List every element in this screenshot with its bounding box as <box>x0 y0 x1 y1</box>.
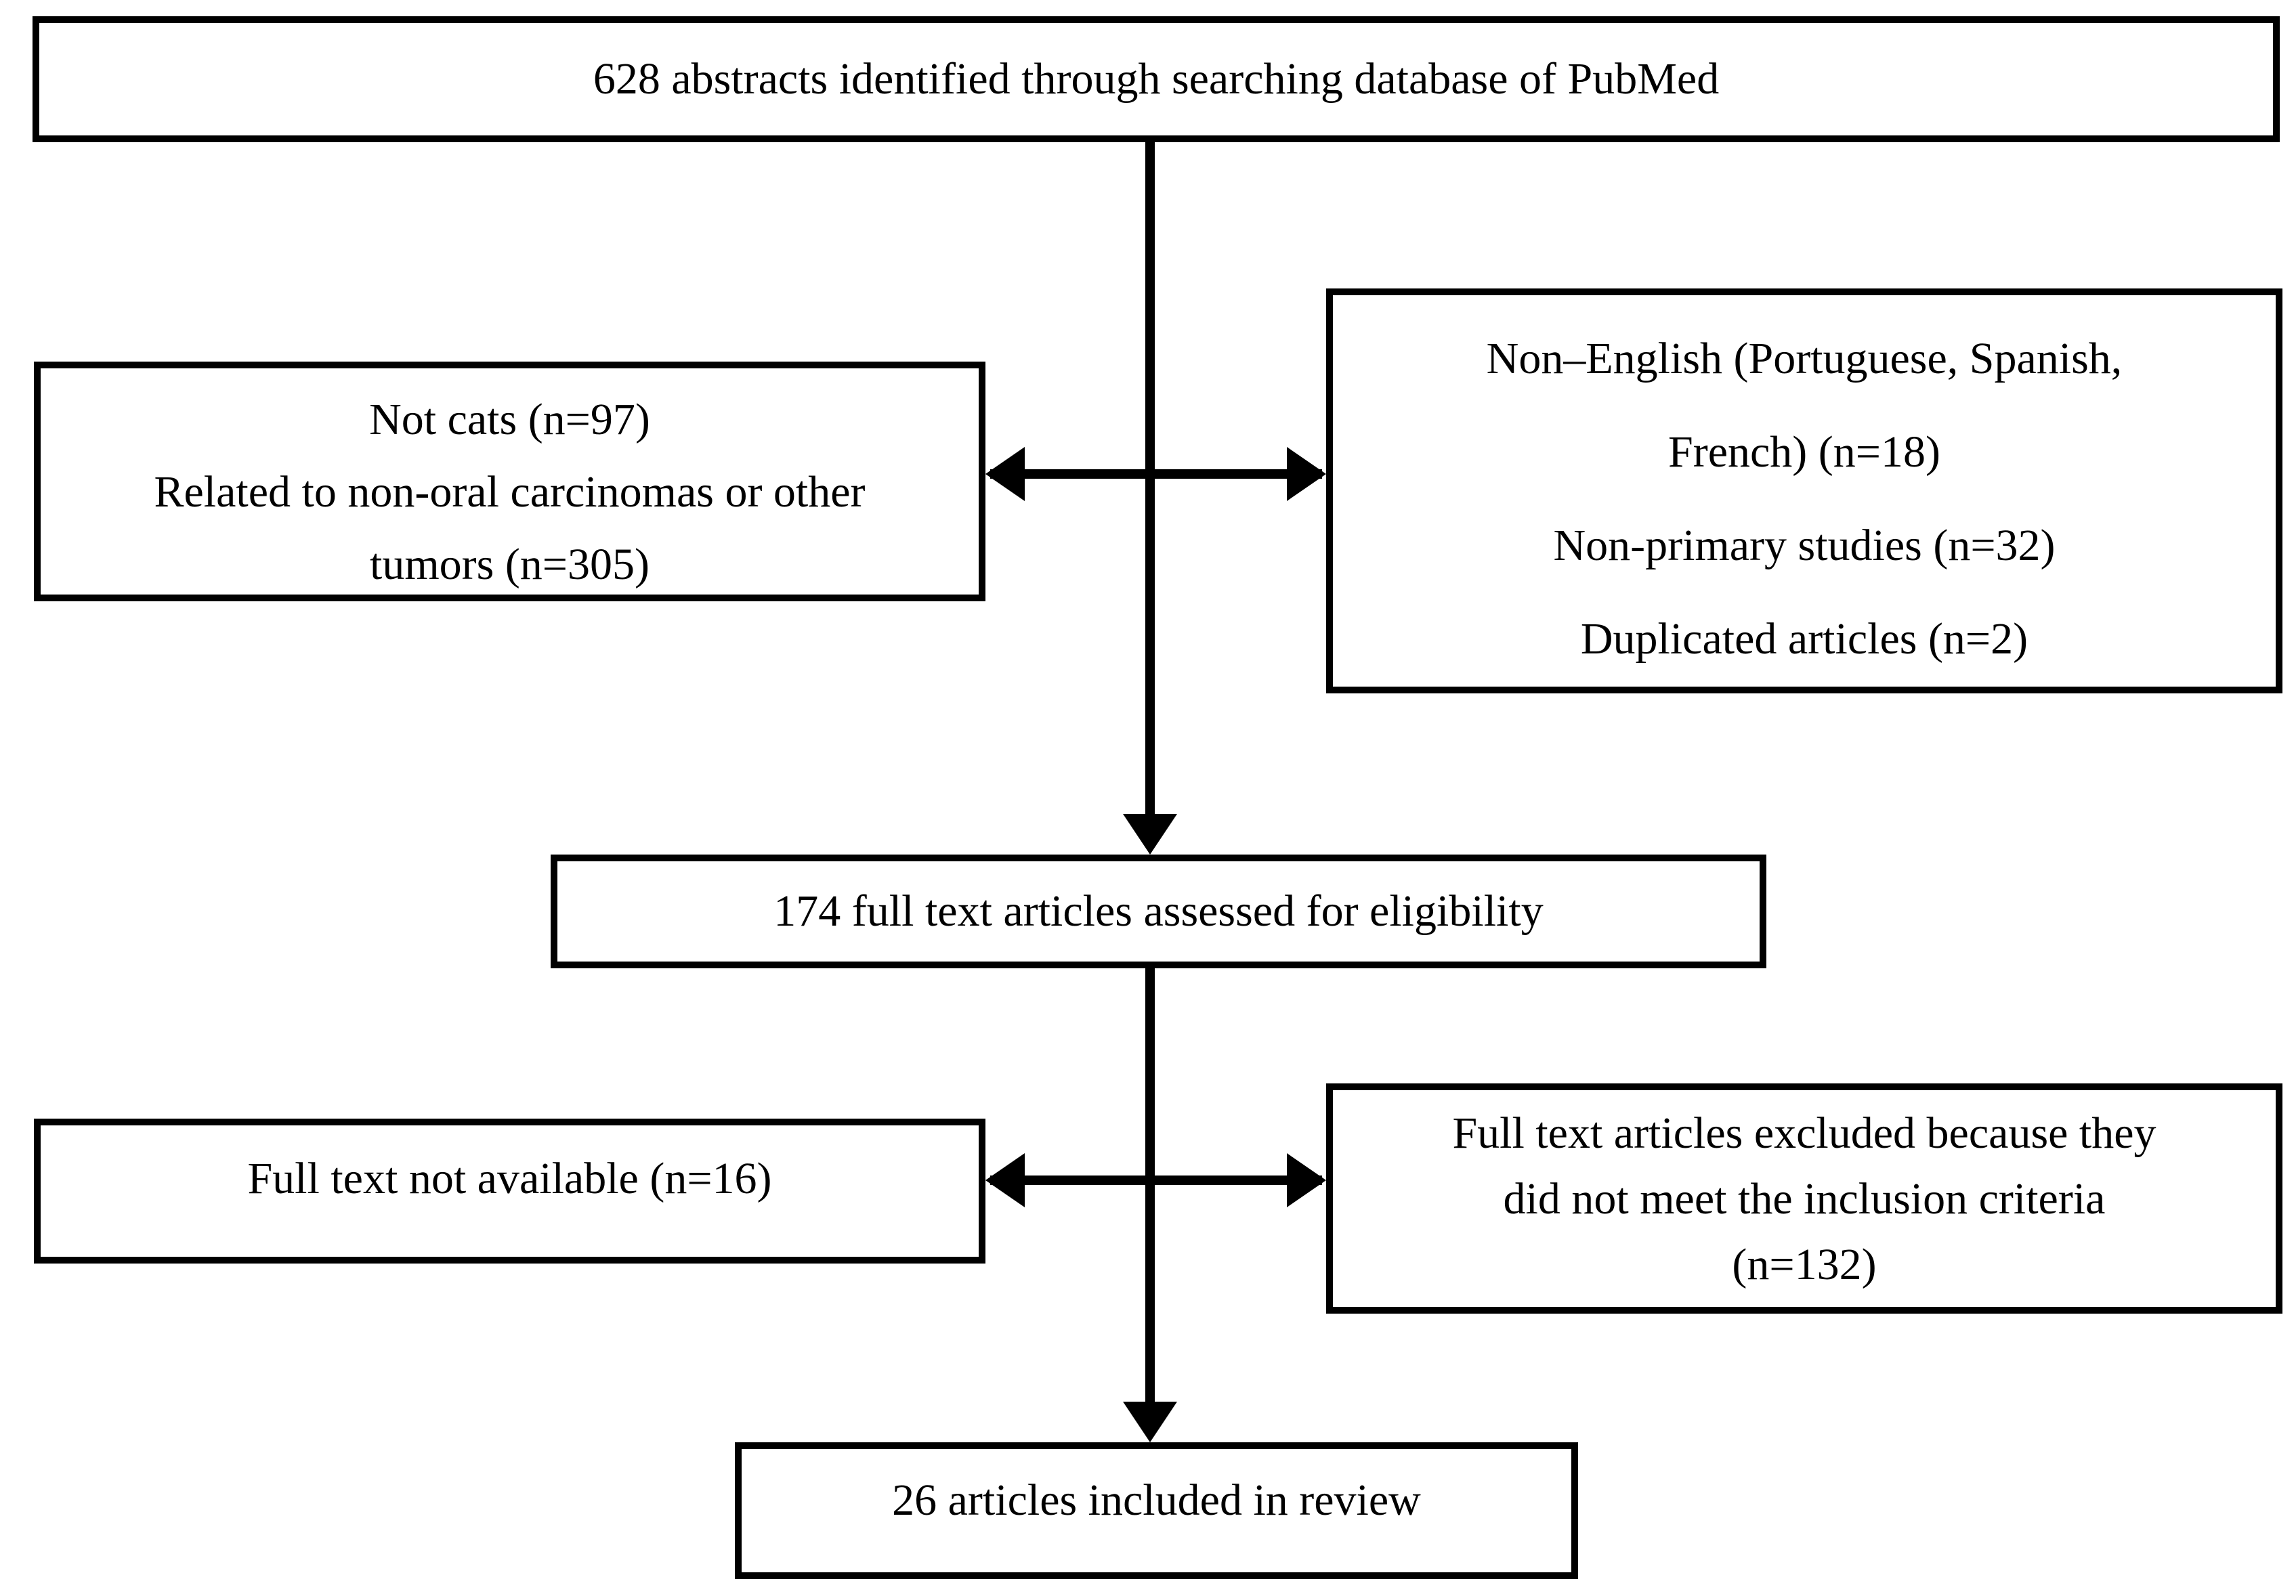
arrow-shaft-identified-to-assessed <box>1145 142 1155 823</box>
left-arrowhead-icon <box>985 1153 1025 1207</box>
box-included-in-review: 26 articles included in review <box>735 1442 1578 1579</box>
excluded-right-line: Duplicated articles (n=2) <box>1580 614 2028 664</box>
box-abstracts-identified-text: 628 abstracts identified through searchi… <box>593 53 1720 104</box>
box-fulltext-assessed-text: 174 full text articles assessed for elig… <box>773 886 1544 936</box>
arrow-shaft-exclusion-branch-top <box>990 469 1322 479</box>
down-arrowhead-icon <box>1123 1402 1177 1442</box>
excluded-left-line: tumors (n=305) <box>369 539 650 589</box>
left-arrowhead-icon <box>985 447 1025 501</box>
excluded-right-line: Non–English (Portuguese, Spanish, <box>1486 334 2123 383</box>
box-excluded-non-english: Non–English (Portuguese, Spanish, French… <box>1326 288 2282 693</box>
right-arrowhead-icon <box>1287 1153 1326 1207</box>
arrow-shaft-exclusion-branch-bottom <box>990 1176 1322 1185</box>
box-fulltext-not-available-text: Full text not available (n=16) <box>247 1153 772 1203</box>
fulltext-excluded-line: did not meet the inclusion criteria <box>1503 1173 2106 1224</box>
excluded-right-line: Non-primary studies (n=32) <box>1553 521 2056 570</box>
fulltext-excluded-line: Full text articles excluded because they <box>1452 1108 2156 1158</box>
box-fulltext-excluded: Full text articles excluded because they… <box>1326 1083 2282 1314</box>
box-excluded-not-cats: Not cats (n=97) Related to non-oral carc… <box>34 362 985 601</box>
right-arrowhead-icon <box>1287 447 1326 501</box>
arrow-shaft-assessed-to-included <box>1145 968 1155 1405</box>
excluded-right-line: French) (n=18) <box>1668 427 1940 477</box>
box-included-in-review-text: 26 articles included in review <box>892 1475 1421 1525</box>
box-fulltext-assessed: 174 full text articles assessed for elig… <box>551 855 1766 968</box>
down-arrowhead-icon <box>1123 814 1177 855</box>
excluded-left-line: Related to non-oral carcinomas or other <box>154 467 866 517</box>
box-abstracts-identified: 628 abstracts identified through searchi… <box>33 16 2280 142</box>
box-fulltext-not-available: Full text not available (n=16) <box>34 1119 985 1264</box>
excluded-left-line: Not cats (n=97) <box>369 394 650 444</box>
fulltext-excluded-line: (n=132) <box>1732 1239 1877 1289</box>
